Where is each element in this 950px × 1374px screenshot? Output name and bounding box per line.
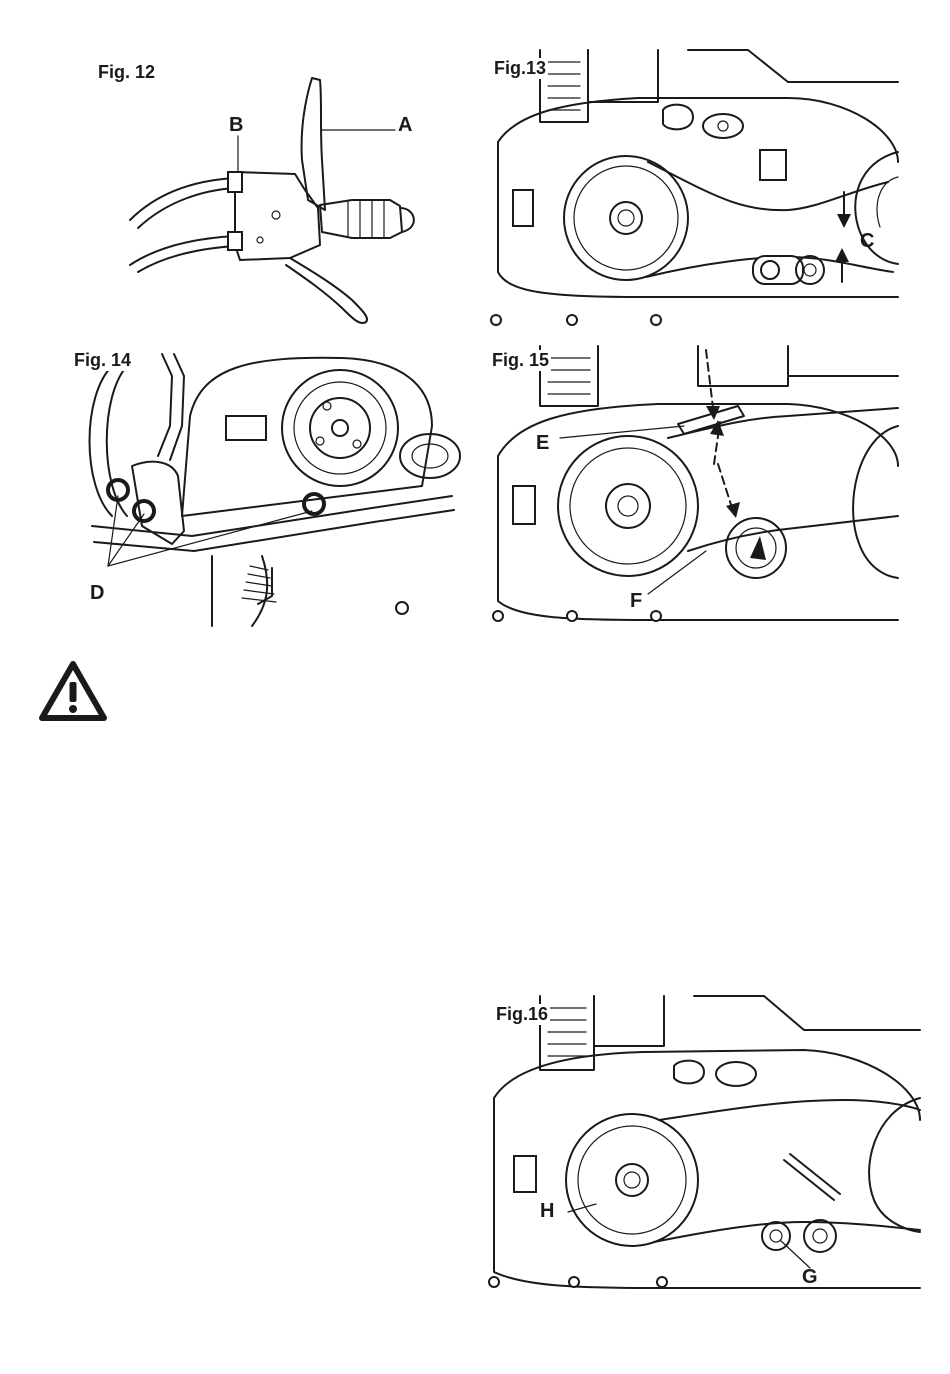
- figure-14-title: Fig. 14: [72, 350, 133, 371]
- callout-f: F: [630, 590, 642, 613]
- callout-a: A: [398, 114, 412, 137]
- figure-15-title: Fig. 15: [490, 350, 551, 371]
- figure-16: Fig.16 H G: [484, 990, 920, 1296]
- figure-12-title: Fig. 12: [96, 62, 157, 83]
- figure-12: Fig. 12 B A: [90, 60, 450, 330]
- warning-triangle-icon: [38, 660, 108, 722]
- alignment-drawing: [488, 346, 898, 626]
- callout-h: H: [540, 1200, 554, 1223]
- pulley-drawing: [484, 990, 920, 1296]
- lever-drawing: [90, 60, 450, 330]
- figure-13-title: Fig.13: [492, 58, 548, 79]
- figure-16-title: Fig.16: [494, 1004, 550, 1025]
- callout-b: B: [229, 114, 243, 137]
- callout-d: D: [90, 582, 104, 605]
- figure-14: Fig. 14 D: [72, 346, 472, 626]
- housing-drawing: [72, 346, 472, 626]
- callout-e: E: [536, 432, 549, 455]
- callout-g: G: [802, 1266, 818, 1289]
- figure-15: Fig. 15 E F: [488, 346, 898, 626]
- callout-c: C: [860, 230, 874, 253]
- belt-drawing: [488, 42, 898, 332]
- figure-13: Fig.13 C: [488, 42, 898, 332]
